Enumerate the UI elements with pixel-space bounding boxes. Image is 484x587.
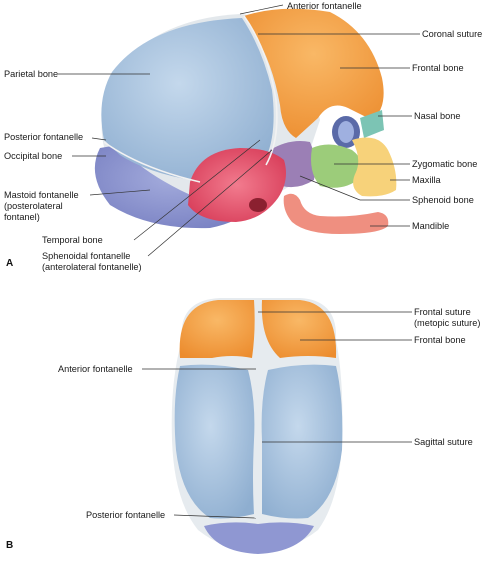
mandible — [283, 193, 389, 234]
label-frontal-bone-a: Frontal bone — [412, 63, 464, 73]
label-frontal-suture-1: Frontal suture — [414, 307, 471, 317]
panel-b-labels: Frontal suture (metopic suture) Frontal … — [6, 307, 480, 551]
label-mastoid-fontanelle-1: Mastoid fontanelle — [4, 190, 79, 200]
label-sphenoidal-fontanelle-2: (anterolateral fontanelle) — [42, 262, 142, 272]
skull-superior-view — [171, 298, 343, 554]
label-mastoid-fontanelle-2: (posterolateral — [4, 201, 63, 211]
label-posterior-fontanelle-a: Posterior fontanelle — [4, 132, 83, 142]
label-maxilla: Maxilla — [412, 175, 441, 185]
label-frontal-bone-b: Frontal bone — [414, 335, 466, 345]
label-mastoid-fontanelle-3: fontanel) — [4, 212, 40, 222]
occipital-bone-b — [204, 522, 314, 554]
coronal-suture-line — [243, 15, 278, 166]
frontal-bone-lateral — [244, 8, 384, 138]
label-coronal-suture: Coronal suture — [422, 29, 482, 39]
orbit-inner — [338, 121, 354, 143]
panel-a-labels: Anterior fontanelle Coronal suture Front… — [4, 1, 482, 272]
parietal-bone-right — [261, 364, 343, 519]
label-nasal-bone: Nasal bone — [414, 111, 460, 121]
nasal-bone — [360, 110, 384, 138]
lambdoid-suture-line — [103, 141, 201, 183]
panel-b-leaders — [142, 311, 412, 519]
label-posterior-fontanelle-b: Posterior fontanelle — [86, 510, 165, 520]
label-temporal-bone: Temporal bone — [42, 235, 103, 245]
label-occipital-bone: Occipital bone — [4, 151, 62, 161]
label-zygomatic-bone: Zygomatic bone — [412, 159, 477, 169]
frontal-bone-right — [261, 300, 337, 358]
label-sphenoid-bone: Sphenoid bone — [412, 195, 474, 205]
panel-a-leaders — [58, 4, 420, 257]
label-sphenoidal-fontanelle-1: Sphenoidal fontanelle — [42, 251, 130, 261]
ear-canal — [249, 198, 267, 212]
skull-lateral-view — [94, 8, 397, 234]
label-anterior-fontanelle-a: Anterior fontanelle — [287, 1, 362, 11]
frontal-bone-left — [179, 300, 255, 358]
label-parietal-bone: Parietal bone — [4, 69, 58, 79]
parietal-bone — [101, 18, 274, 182]
panel-letter-b: B — [6, 540, 13, 551]
label-sagittal-suture: Sagittal suture — [414, 437, 473, 447]
label-mandible: Mandible — [412, 221, 449, 231]
label-frontal-suture-2: (metopic suture) — [414, 318, 480, 328]
parietal-bone-left — [174, 364, 255, 519]
label-anterior-fontanelle-b: Anterior fontanelle — [58, 364, 133, 374]
maxilla — [352, 137, 397, 197]
zygomatic-bone — [311, 144, 363, 188]
panel-letter-a: A — [6, 258, 13, 269]
